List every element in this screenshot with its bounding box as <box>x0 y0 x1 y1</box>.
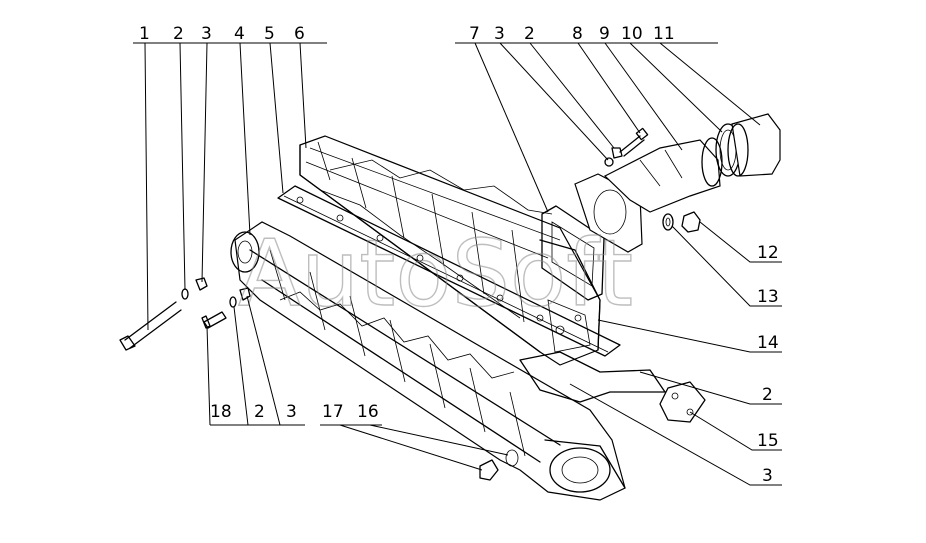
watermark-text: AutoSoft <box>238 220 633 327</box>
callout-top-3: 3 <box>201 24 212 44</box>
callout-top-4: 4 <box>234 24 245 44</box>
callout-top-10: 8 <box>572 24 583 44</box>
upper-gasket <box>277 185 621 357</box>
callout-top-12: 10 <box>621 24 643 44</box>
exhaust-manifold <box>230 221 626 501</box>
drawing: AutoSoft <box>119 113 781 501</box>
callout-bottom-3: 3 <box>286 402 297 422</box>
plug-fitting <box>479 449 519 481</box>
callout-top-5: 5 <box>264 24 275 44</box>
callout-bottom-4: 17 <box>322 402 344 422</box>
callout-right-6: 3 <box>762 466 773 486</box>
callout-top-2: 2 <box>173 24 184 44</box>
callout-top-11: 9 <box>599 24 610 44</box>
callout-top-8: 3 <box>494 24 505 44</box>
callout-top-13: 11 <box>653 24 675 44</box>
callout-top-7: 7 <box>469 24 480 44</box>
flange-gasket <box>541 205 605 301</box>
callout-right-5: 15 <box>757 431 779 451</box>
callout-right-1: 12 <box>757 243 779 263</box>
leader-lines <box>133 42 782 486</box>
lower-gasket <box>519 351 706 423</box>
callout-right-2: 13 <box>757 287 779 307</box>
callout-bottom-5: 16 <box>357 402 379 422</box>
callout-top-1: 1 <box>139 24 150 44</box>
callout-bottom-2: 2 <box>254 402 265 422</box>
clamp-and-pipe <box>715 113 781 177</box>
seal-and-nut <box>662 211 701 233</box>
long-bolt-set <box>119 277 208 351</box>
callout-right-4: 2 <box>762 385 773 405</box>
callout-top-9: 2 <box>524 24 535 44</box>
short-bolt-set <box>201 287 251 329</box>
outlet-elbow <box>574 137 723 253</box>
stud-nut-set <box>604 127 649 167</box>
callout-labels: 1 2 3 4 5 6 7 3 2 8 9 10 11 12 13 14 2 1… <box>139 24 779 486</box>
callout-bottom-1: 18 <box>210 402 232 422</box>
callout-top-6: 6 <box>294 24 305 44</box>
callout-right-3: 14 <box>757 333 779 353</box>
heat-shield <box>299 135 601 366</box>
